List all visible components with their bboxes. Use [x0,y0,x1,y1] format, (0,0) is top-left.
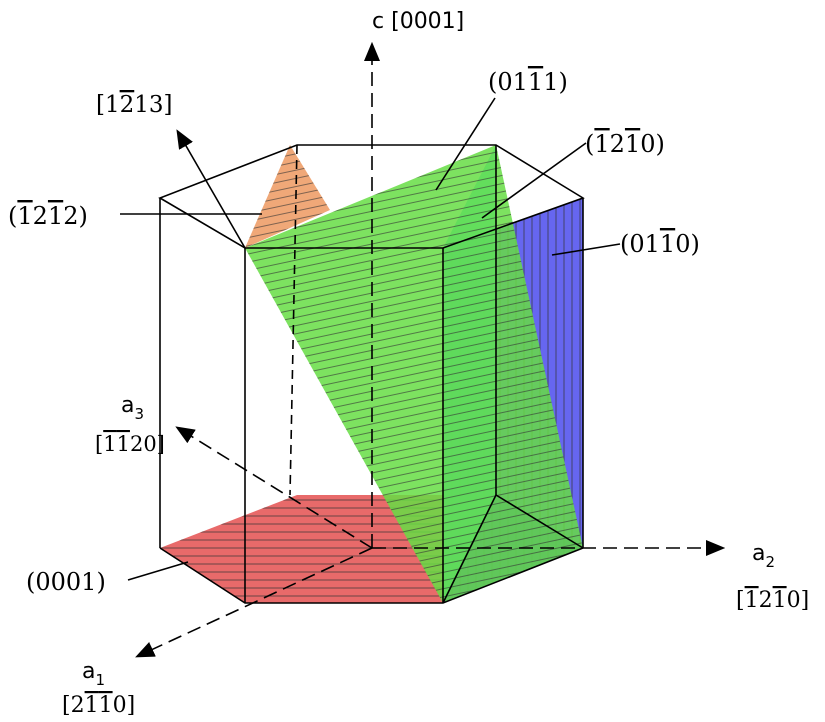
axis-a1 [135,547,373,658]
plane-label-01m11: (0111) [488,68,568,96]
axis-diag-1m213 [176,129,246,249]
axis-a1-index: [2110] [62,693,135,718]
axis-diag-label: [1213] [96,92,173,118]
pyramidal-plane-m12m12 [245,145,330,248]
axis-a3 [175,426,373,549]
plane-label-m12m12: (1212) [8,202,88,230]
plane-label-m12m10: (1210) [585,130,665,158]
axis-a2-name: a2 [752,541,775,571]
axis-a3-name: a3 [121,393,144,423]
axis-a3-index: [1120] [95,432,165,456]
axis-a2-index: [1210] [736,588,809,613]
plane-label-0001: (0001) [26,568,106,596]
leader-lines [120,97,621,581]
plane-label-01m10: (0110) [620,230,700,258]
axis-a1-name: a1 [82,659,105,689]
pyramidal-plane-01m11 [245,145,583,603]
axis-c-label: c [0001] [372,9,464,34]
